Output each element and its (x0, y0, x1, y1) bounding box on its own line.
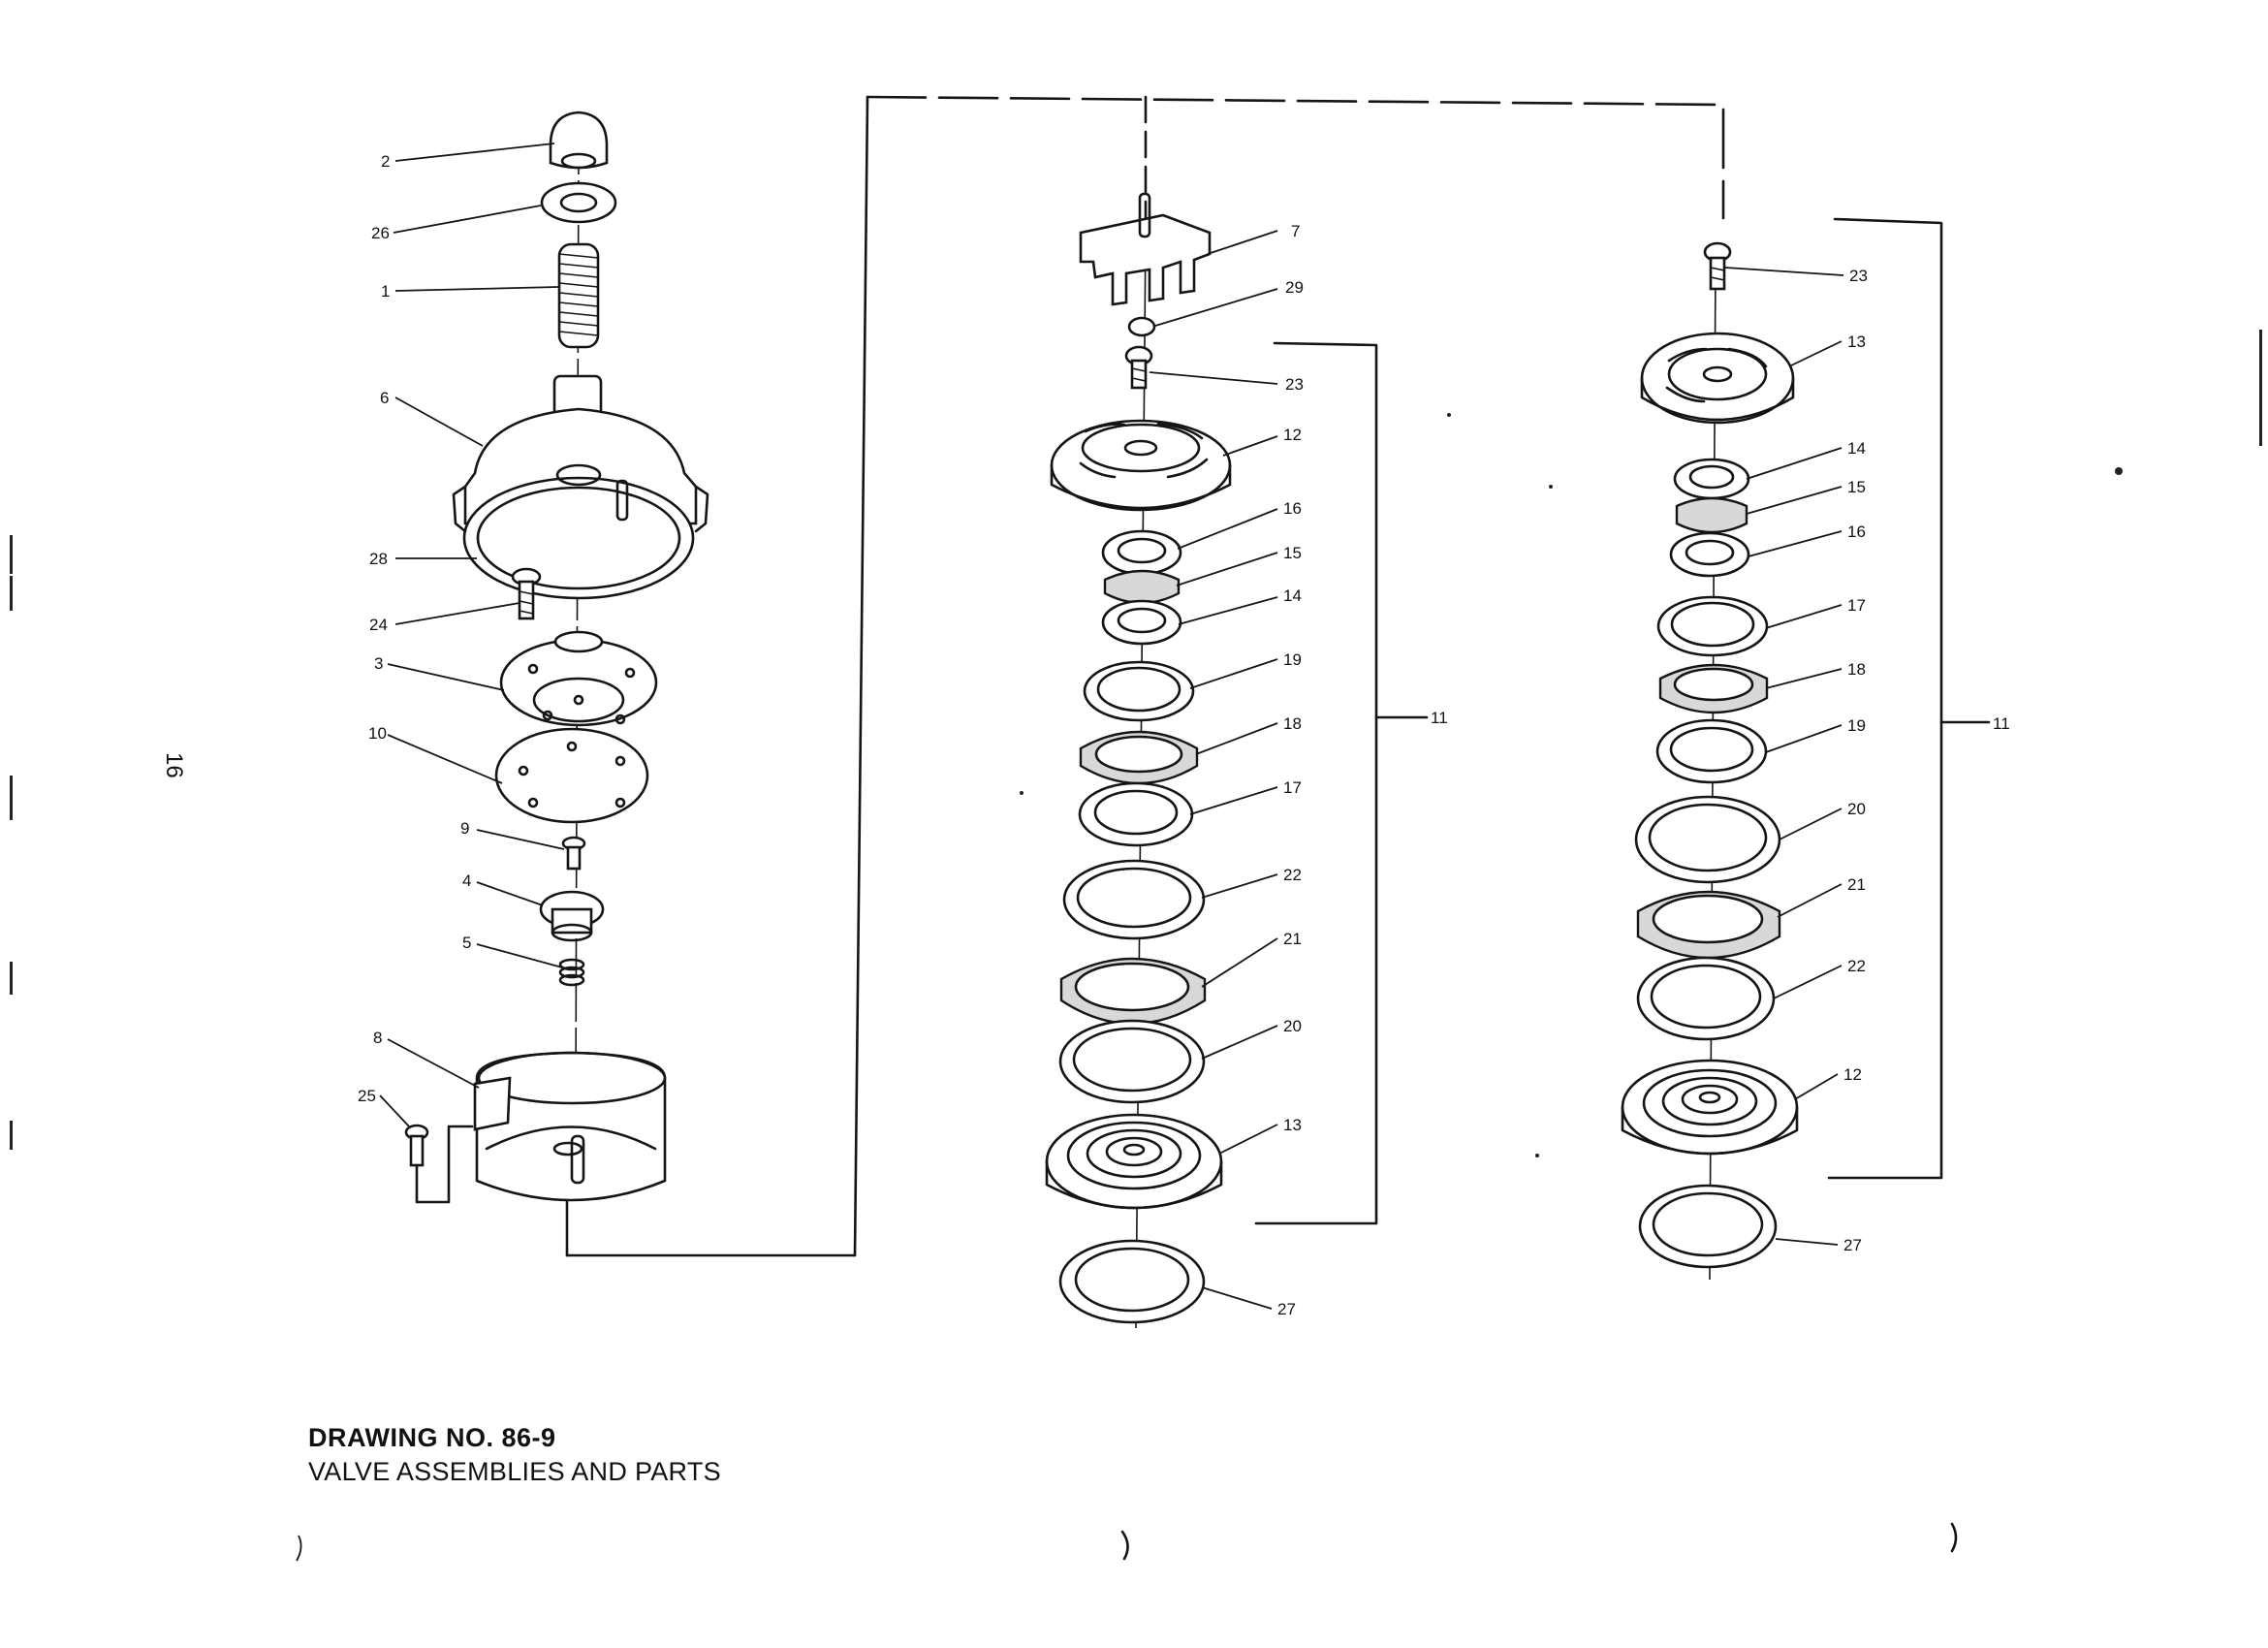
callout-16: 16 (1847, 523, 1866, 541)
spring-part-15 (1103, 569, 1181, 605)
callout-4: 4 (462, 872, 471, 890)
spring-part-5 (558, 958, 585, 987)
valve-plug-part-4 (539, 890, 605, 942)
callout-12: 12 (1843, 1065, 1862, 1084)
ring-part-22 (1636, 956, 1776, 1041)
right-valve-assembly (1621, 241, 1799, 1281)
nut-part-29 (1127, 316, 1156, 337)
ring-part-16 (1101, 529, 1182, 576)
screw-part-25 (404, 1124, 474, 1204)
spring-plate-part-21 (1059, 957, 1207, 1026)
valve-seat-part-12 (1050, 419, 1232, 512)
cover-housing-part-8 (473, 1051, 667, 1202)
callout-19: 19 (1283, 650, 1302, 669)
spring-plate-part-21 (1636, 890, 1781, 960)
ring-part-20 (1058, 1019, 1206, 1104)
valve-seat-part-13 (1045, 1113, 1223, 1210)
ring-part-19 (1083, 660, 1195, 722)
callout-14: 14 (1847, 439, 1866, 458)
small-screw-part-9 (561, 836, 586, 871)
callout-20: 20 (1283, 1017, 1302, 1035)
callout-1: 1 (381, 282, 390, 301)
ring-part-16 (1669, 531, 1750, 578)
valve-seat-part-12 (1621, 1059, 1799, 1156)
screw-part-24 (511, 567, 542, 620)
spring-part-15 (1675, 496, 1748, 534)
callout-21: 21 (1283, 930, 1302, 948)
diaphragm-plate-part-3 (499, 630, 658, 727)
callout-20: 20 (1847, 800, 1866, 818)
callout-11: 11 (1993, 714, 2010, 733)
callout-17: 17 (1847, 596, 1866, 615)
drawing-title: VALVE ASSEMBLIES AND PARTS (308, 1457, 721, 1486)
valve-stop-part-7 (1079, 192, 1212, 306)
callout-labels-middle: 7 29 23 12 16 15 14 19 18 17 22 21 20 13… (1277, 222, 1448, 1318)
assembly-connector-lines (565, 95, 1991, 1257)
callout-16: 16 (1283, 499, 1302, 518)
ring-part-20 (1634, 795, 1781, 884)
ring-part-22 (1062, 859, 1206, 940)
ring-part-19 (1655, 718, 1768, 784)
ring-part-17 (1656, 595, 1769, 657)
callout-29: 29 (1285, 278, 1304, 297)
cap-nut-part-2 (549, 111, 609, 170)
bolt-part-23 (1124, 345, 1153, 390)
left-valve-assembly (404, 111, 709, 1204)
callout-22: 22 (1283, 866, 1302, 884)
callout-14: 14 (1283, 586, 1302, 605)
valve-body-part-6 (452, 374, 709, 600)
callout-labels-left: 2 26 1 6 28 24 3 10 9 4 5 8 25 (358, 152, 471, 1105)
middle-valve-assembly (1045, 192, 1232, 1329)
callout-15: 15 (1847, 478, 1866, 496)
threaded-stem-part-1 (557, 242, 600, 349)
callout-24: 24 (369, 616, 388, 634)
callout-13: 13 (1847, 333, 1866, 351)
callout-17: 17 (1283, 778, 1302, 797)
callout-13: 13 (1283, 1116, 1302, 1134)
callout-25: 25 (358, 1087, 376, 1105)
callout-9: 9 (460, 819, 469, 838)
callout-21: 21 (1847, 875, 1866, 894)
spring-plate-part-18 (1079, 730, 1199, 785)
drawing-caption: DRAWING NO. 86-9 VALVE ASSEMBLIES AND PA… (308, 1423, 721, 1487)
callout-6: 6 (380, 389, 389, 407)
ring-part-14 (1673, 458, 1750, 500)
page-number: 16 (161, 752, 187, 778)
callout-8: 8 (373, 1029, 382, 1047)
callout-27: 27 (1277, 1300, 1296, 1318)
callout-2: 2 (381, 152, 390, 171)
gasket-part-27 (1638, 1184, 1778, 1269)
callout-5: 5 (462, 934, 471, 952)
scan-artifacts (10, 330, 2262, 1562)
callout-27: 27 (1843, 1236, 1862, 1254)
bolt-part-23 (1703, 241, 1732, 291)
ring-part-14 (1101, 599, 1182, 646)
callout-12: 12 (1283, 426, 1302, 444)
callout-15: 15 (1283, 544, 1302, 562)
callout-23: 23 (1849, 267, 1868, 285)
callout-23: 23 (1285, 375, 1304, 394)
callout-3: 3 (374, 654, 383, 673)
callout-19: 19 (1847, 716, 1866, 735)
callout-leader-lines (379, 143, 1844, 1310)
drawing-number: DRAWING NO. 86-9 (308, 1423, 556, 1452)
callout-7: 7 (1291, 222, 1300, 240)
callout-10: 10 (368, 724, 387, 743)
callout-labels-right: 23 13 14 15 16 17 18 19 20 21 22 12 27 1… (1843, 267, 2010, 1254)
callout-11: 11 (1431, 709, 1448, 727)
callout-18: 18 (1283, 714, 1302, 733)
gasket-part-10 (494, 727, 649, 824)
spring-plate-part-18 (1658, 663, 1769, 714)
callout-26: 26 (371, 224, 390, 242)
ring-part-17 (1078, 781, 1194, 847)
washer-part-26 (540, 181, 617, 224)
valve-seat-part-13 (1640, 332, 1795, 425)
gasket-part-27 (1058, 1239, 1206, 1324)
callout-22: 22 (1847, 957, 1866, 975)
callout-28: 28 (369, 550, 388, 568)
callout-18: 18 (1847, 660, 1866, 679)
